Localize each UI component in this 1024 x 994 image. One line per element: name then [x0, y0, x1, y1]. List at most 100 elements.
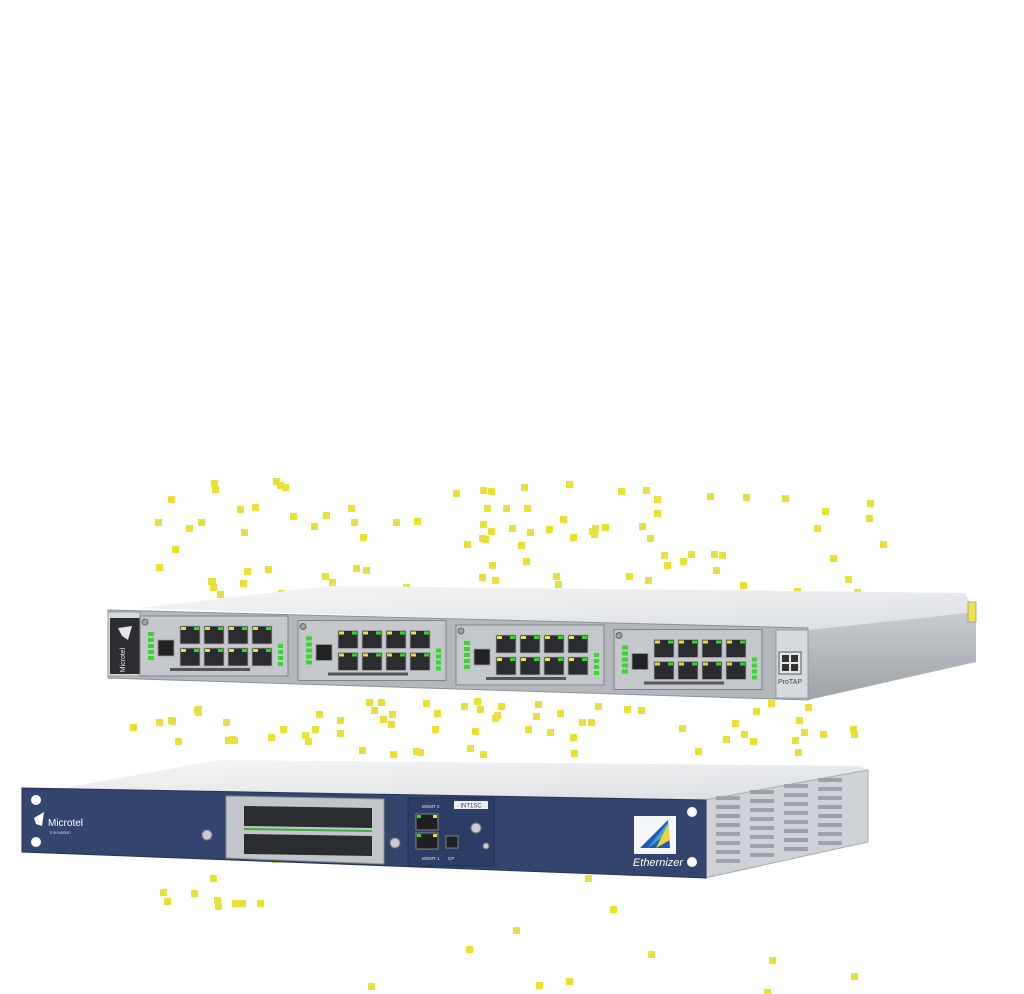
- decorative-dot: [851, 731, 858, 738]
- vent-slot: [750, 826, 774, 830]
- decorative-dot: [237, 506, 244, 513]
- decorative-dot: [466, 946, 473, 953]
- decorative-dot: [711, 551, 718, 558]
- decorative-dot: [645, 577, 652, 584]
- bypass-led: [594, 653, 599, 657]
- decorative-dot: [214, 897, 221, 904]
- decorative-dot: [498, 703, 505, 710]
- decorative-dot: [290, 513, 297, 520]
- decorative-dot: [768, 700, 775, 707]
- decorative-dot: [414, 518, 421, 525]
- rj45-port: [725, 639, 747, 658]
- decorative-dot: [571, 750, 578, 757]
- bypass-led: [594, 659, 599, 663]
- vent-slot: [784, 829, 808, 833]
- decorative-dot: [388, 721, 395, 728]
- upper-device-side: [808, 612, 976, 700]
- port-led-link: [692, 662, 697, 666]
- decorative-dot: [782, 495, 789, 502]
- vent-slot: [716, 850, 740, 854]
- vent-slot: [818, 778, 842, 782]
- decorative-dot: [172, 546, 179, 553]
- decorative-dot: [546, 526, 553, 533]
- vent-slot: [750, 853, 774, 857]
- decorative-dot: [719, 552, 726, 559]
- port-led-link: [352, 631, 357, 635]
- decorative-dot: [477, 706, 484, 713]
- monitor-port: [631, 653, 649, 670]
- rj45-port: [567, 656, 589, 676]
- bypass-led: [752, 675, 757, 680]
- decorative-dot: [160, 889, 167, 896]
- decorative-dot: [212, 486, 219, 493]
- decorative-dot: [155, 519, 162, 526]
- decorative-dot: [707, 493, 714, 500]
- vent-slot: [750, 835, 774, 839]
- port-led-activity: [181, 627, 186, 630]
- decorative-dot: [850, 726, 857, 733]
- upper-model-label: ProTAP: [778, 679, 802, 686]
- decorative-dot: [316, 711, 323, 718]
- vent-slot: [818, 814, 842, 818]
- rj45-port: [701, 661, 723, 680]
- decorative-dot: [524, 505, 531, 512]
- vent-slot: [716, 859, 740, 863]
- mount-hole-bottom-left: [31, 837, 41, 847]
- vent-slot: [818, 823, 842, 827]
- decorative-dot: [280, 726, 287, 733]
- bypass-led: [594, 665, 599, 669]
- card-pcb-edge: [243, 828, 373, 832]
- bypass-led: [278, 656, 283, 660]
- decorative-dot: [503, 505, 510, 512]
- protap-logo-icon: [778, 651, 802, 675]
- rj45-port: [203, 647, 225, 667]
- vent-slot: [818, 796, 842, 800]
- decorative-dot: [453, 490, 460, 497]
- decorative-dot: [413, 748, 420, 755]
- rj45-port: [653, 639, 675, 658]
- module-latch: [486, 677, 566, 680]
- port-led-link: [740, 640, 745, 644]
- rj45-port: [653, 661, 675, 680]
- rj45-port: [203, 625, 225, 645]
- port-led-link: [510, 636, 515, 639]
- decorative-dot: [796, 717, 803, 724]
- decorative-dot: [359, 747, 366, 754]
- status-led: [464, 647, 470, 651]
- ethernizer-logo-icon: [634, 816, 676, 854]
- decorative-dot: [467, 745, 474, 752]
- port-led-activity: [521, 636, 526, 639]
- port-led-activity: [387, 631, 392, 635]
- decorative-dot: [664, 562, 671, 569]
- decorative-dot: [241, 529, 248, 536]
- status-led: [148, 656, 154, 660]
- bypass-led: [436, 648, 441, 653]
- rj45-port: [385, 652, 407, 671]
- status-led: [464, 653, 470, 657]
- rj45-port: [337, 652, 359, 671]
- card-label-plate: [454, 801, 488, 809]
- port-led-link: [194, 627, 199, 630]
- decorative-dot: [566, 978, 573, 985]
- monitor-port: [473, 648, 491, 666]
- decorative-dot: [208, 578, 215, 585]
- decorative-dot: [695, 748, 702, 755]
- vent-slot: [716, 796, 740, 800]
- decorative-dot: [595, 703, 602, 710]
- status-led: [306, 660, 312, 665]
- decorative-dot: [156, 564, 163, 571]
- status-led: [306, 636, 312, 641]
- dsub-connector-bottom: [244, 834, 372, 856]
- decorative-dot: [215, 903, 222, 910]
- decorative-dot: [547, 729, 554, 736]
- lower-device-top: [52, 760, 868, 800]
- decorative-dot: [585, 875, 592, 882]
- decorative-dot: [643, 487, 650, 494]
- decorative-dot: [536, 982, 543, 989]
- decorative-dot: [380, 716, 387, 723]
- vent-slot: [750, 808, 774, 812]
- port-led-activity: [205, 627, 210, 630]
- port-led-link: [668, 662, 673, 666]
- port-led-link: [376, 653, 381, 657]
- port-led-link: [266, 627, 271, 630]
